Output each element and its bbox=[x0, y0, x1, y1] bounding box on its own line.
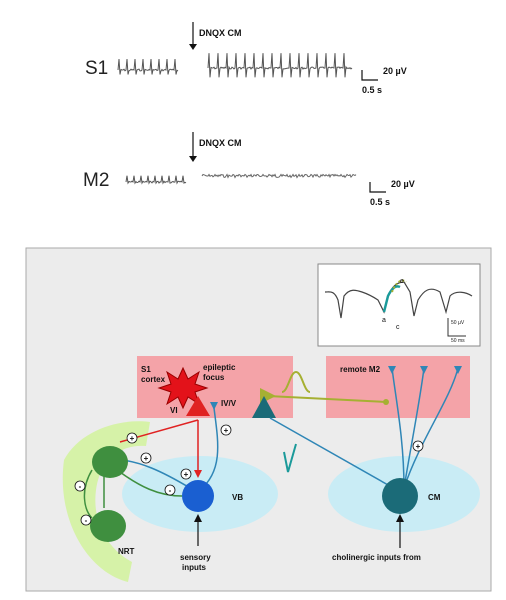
s1-waveform-after bbox=[207, 53, 353, 78]
vi-vb-terminal bbox=[194, 470, 202, 478]
inset-box bbox=[317, 263, 481, 347]
m2-terminal-1 bbox=[388, 366, 396, 374]
s1-drug-arrowhead bbox=[189, 44, 197, 50]
cm-label: CM bbox=[428, 493, 441, 502]
iv-v-pyramidal-cell bbox=[252, 396, 276, 418]
m2-amp-scale: 20 µV bbox=[391, 179, 415, 189]
sign-plus-1: + bbox=[130, 434, 135, 443]
sign-plus-4: + bbox=[184, 470, 189, 479]
inset-marker-e: e bbox=[400, 278, 404, 285]
layer-vi-label: VI bbox=[170, 406, 178, 415]
nrt-cell-1 bbox=[92, 446, 128, 478]
s1-time-scale: 0.5 s bbox=[362, 85, 383, 95]
remote-m2-label: remote M2 bbox=[340, 365, 381, 374]
m2-time-scale: 0.5 s bbox=[370, 197, 391, 207]
sensory-input-arrowhead bbox=[194, 514, 202, 522]
cm-cell bbox=[382, 478, 418, 514]
m2-pathway-terminal bbox=[383, 399, 389, 405]
s1-drug-label: DNQX CM bbox=[199, 28, 242, 38]
s1-trace bbox=[117, 22, 378, 81]
m2-dendrite-3 bbox=[403, 367, 459, 489]
sign-minus-1: - bbox=[169, 486, 172, 495]
s1-trace-label: S1 bbox=[85, 58, 109, 79]
vb-label: VB bbox=[232, 493, 243, 502]
vb-relay-cell bbox=[182, 480, 214, 512]
inset-teal-segment bbox=[382, 285, 401, 313]
sign-markers bbox=[74, 424, 424, 526]
m2-waveform bbox=[125, 175, 187, 185]
vi-pyramidal-cell bbox=[186, 396, 210, 416]
m2-drug-label: DNQX CM bbox=[199, 138, 242, 148]
sign-minus-2: - bbox=[79, 482, 82, 491]
s1-scale-bar bbox=[361, 70, 378, 81]
sign-plus-2: + bbox=[144, 454, 149, 463]
m2-trace-label: M2 bbox=[83, 170, 110, 191]
epileptic-focus-star bbox=[157, 366, 209, 410]
m2-wave-icon bbox=[281, 370, 311, 393]
nrt-internal-path-2 bbox=[83, 469, 93, 519]
m2-to-s1-pathway bbox=[267, 395, 387, 403]
m2-scale-bar bbox=[369, 182, 386, 193]
m2-wave-icon-2 bbox=[283, 443, 297, 473]
inset-marker-c: c bbox=[396, 324, 400, 331]
m2-dendrite-1 bbox=[391, 367, 405, 489]
m2-waveform-after bbox=[201, 173, 357, 179]
sign-minus-3: - bbox=[85, 516, 88, 525]
nrt-label: NRT bbox=[118, 547, 135, 556]
sign-plus-3: + bbox=[224, 426, 229, 435]
cholinergic-inputs-label: cholinergic inputs from bbox=[332, 553, 421, 562]
nrt-cell-2 bbox=[90, 510, 126, 542]
m2-dendrite-2 bbox=[403, 367, 425, 489]
inset-time-scale: 50 ms bbox=[451, 338, 465, 344]
inset-scale-bar bbox=[447, 318, 466, 337]
cm-to-s1-pathway bbox=[269, 417, 405, 495]
m2-terminal-3 bbox=[454, 366, 462, 374]
m2-terminal-2 bbox=[420, 366, 428, 374]
m2-trace bbox=[125, 132, 386, 193]
m2-drug-arrowhead bbox=[189, 156, 197, 162]
sign-plus-5: + bbox=[416, 442, 421, 451]
layer-iv-v-label: IV/V bbox=[221, 399, 237, 408]
nrt-band bbox=[62, 421, 150, 582]
s1-waveform bbox=[117, 58, 179, 75]
iv-v-terminal bbox=[210, 402, 218, 410]
inset-amp-scale: 50 µV bbox=[451, 320, 465, 326]
inset-dotted-segment bbox=[391, 279, 407, 293]
inset-marker-a: a bbox=[382, 317, 386, 324]
s1-amp-scale: 20 µV bbox=[383, 66, 407, 76]
cholinergic-input-arrowhead bbox=[396, 514, 404, 522]
